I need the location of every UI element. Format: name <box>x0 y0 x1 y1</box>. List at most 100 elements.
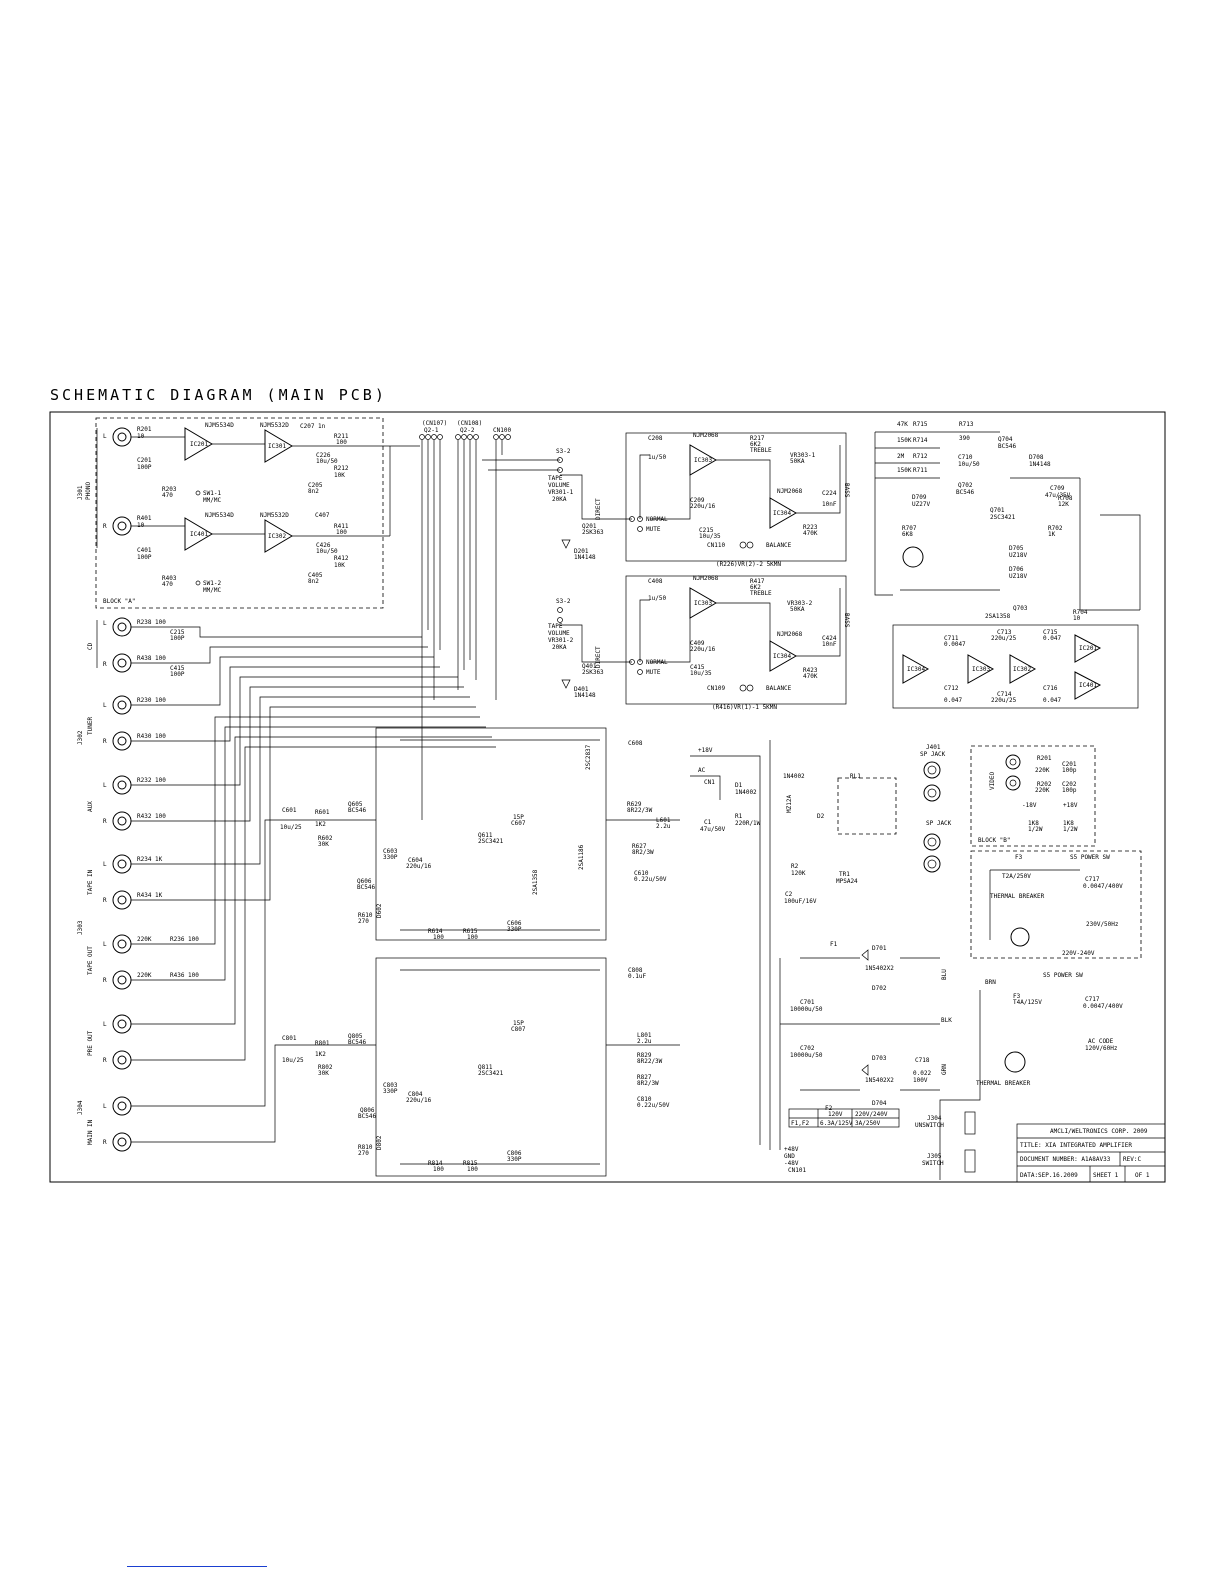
mainin-label: MAIN IN <box>87 1119 94 1145</box>
svg-text:R601: R601 <box>315 809 330 816</box>
svg-text:1/2W: 1/2W <box>1028 826 1043 833</box>
svg-text:C601: C601 <box>282 807 297 814</box>
svg-text:THERMAL BREAKER: THERMAL BREAKER <box>976 1080 1031 1087</box>
svg-text:BLK: BLK <box>941 1017 952 1024</box>
svg-text:BLU: BLU <box>941 969 948 980</box>
svg-text:Q401: Q401 <box>582 663 597 670</box>
svg-text:C207: C207 <box>300 423 315 430</box>
svg-text:470: 470 <box>162 581 173 588</box>
preout-r-label: R <box>103 1057 107 1064</box>
svg-text:47K: 47K <box>897 421 908 428</box>
svg-text:0.22u/50V: 0.22u/50V <box>637 1102 670 1109</box>
svg-text:120V: 120V <box>828 1111 843 1118</box>
svg-text:3A/250V: 3A/250V <box>855 1120 881 1127</box>
block-a-box <box>95 417 384 609</box>
svg-text:R434 1K: R434 1K <box>137 892 163 899</box>
svg-text:F2: F2 <box>825 1105 833 1112</box>
svg-text:NJM5534D: NJM5534D <box>205 512 234 519</box>
svg-text:R411: R411 <box>334 523 349 530</box>
svg-text:100: 100 <box>467 1166 478 1173</box>
svg-text:UNSWITCH: UNSWITCH <box>915 1122 944 1129</box>
block-a-label: BLOCK "A" <box>103 598 136 605</box>
svg-text:330P: 330P <box>383 854 398 861</box>
jack-label-j303: J303 <box>77 920 84 935</box>
svg-text:50KA: 50KA <box>790 606 805 613</box>
svg-text:R827: R827 <box>637 1074 652 1081</box>
svg-text:IC304: IC304 <box>773 653 791 660</box>
svg-text:220u/16: 220u/16 <box>406 1097 432 1104</box>
svg-text:1u/50: 1u/50 <box>648 595 666 602</box>
aux-r-label: R <box>103 818 107 825</box>
svg-text:100P: 100P <box>137 464 152 471</box>
svg-text:330P: 330P <box>383 1088 398 1095</box>
svg-text:12K: 12K <box>1058 501 1069 508</box>
svg-text:15P: 15P <box>513 1020 524 1027</box>
svg-text:VR303-2: VR303-2 <box>787 600 813 607</box>
svg-text:R810: R810 <box>358 1144 373 1151</box>
svg-text:0.047: 0.047 <box>1043 697 1061 704</box>
buffer-block-parts: IC304 IC303 IC302 IC201 IC401 C711 0.004… <box>902 629 1102 704</box>
svg-text:CN101: CN101 <box>788 1167 806 1174</box>
svg-text:NJM2068: NJM2068 <box>693 575 719 582</box>
svg-text:C701: C701 <box>800 999 815 1006</box>
svg-text:270: 270 <box>358 1150 369 1157</box>
svg-text:R238 100: R238 100 <box>137 619 166 626</box>
svg-text:AC CODE: AC CODE <box>1088 1038 1114 1045</box>
svg-text:0.022: 0.022 <box>913 1070 931 1077</box>
svg-text:D802: D802 <box>376 1135 383 1150</box>
svg-text:R711: R711 <box>913 467 928 474</box>
svg-text:IC301: IC301 <box>268 443 286 450</box>
svg-text:C405: C405 <box>308 572 323 579</box>
svg-text:230V/50Hz: 230V/50Hz <box>1086 921 1119 928</box>
svg-text:IC302: IC302 <box>1013 666 1031 673</box>
svg-text:100: 100 <box>336 439 347 446</box>
svg-text:10K: 10K <box>334 562 345 569</box>
svg-text:R2: R2 <box>791 863 799 870</box>
svg-text:C215: C215 <box>699 527 714 534</box>
svg-text:VOLUME: VOLUME <box>548 630 570 637</box>
svg-text:0.22u/50V: 0.22u/50V <box>634 876 667 883</box>
svg-text:S5 POWER SW: S5 POWER SW <box>1043 972 1083 979</box>
svg-text:D2: D2 <box>817 813 825 820</box>
svg-text:NORMAL: NORMAL <box>646 659 668 666</box>
svg-text:R704: R704 <box>1073 609 1088 616</box>
title-block-of: OF 1 <box>1135 1172 1150 1179</box>
svg-text:10: 10 <box>137 433 145 440</box>
svg-text:8R2/3W: 8R2/3W <box>632 849 654 856</box>
svg-text:Q701: Q701 <box>990 507 1005 514</box>
svg-text:10: 10 <box>1073 615 1081 622</box>
svg-text:TAPE: TAPE <box>548 475 563 482</box>
svg-text:BC546: BC546 <box>357 884 375 891</box>
svg-text:SP JACK: SP JACK <box>920 751 946 758</box>
svg-text:47u/35V: 47u/35V <box>1045 492 1071 499</box>
svg-text:R217: R217 <box>750 435 765 442</box>
svg-text:S3-2: S3-2 <box>556 448 571 455</box>
svg-text:NJM5534D: NJM5534D <box>205 422 234 429</box>
svg-text:THERMAL BREAKER: THERMAL BREAKER <box>990 893 1045 900</box>
protection-circuit: 47K R715 150K R714 2M R712 150K R711 R71… <box>874 421 1141 622</box>
svg-text:MPSA24: MPSA24 <box>836 878 858 885</box>
svg-text:D704: D704 <box>872 1100 887 1107</box>
svg-text:NJM5532D: NJM5532D <box>260 512 289 519</box>
svg-text:0.0047: 0.0047 <box>944 641 966 648</box>
svg-text:(CN108): (CN108) <box>457 420 482 427</box>
svg-text:100p: 100p <box>1062 767 1077 774</box>
svg-text:R212: R212 <box>334 465 349 472</box>
power-amp-right-outline <box>375 957 607 1177</box>
svg-text:390: 390 <box>959 435 970 442</box>
tapein-l-label: L <box>103 861 107 868</box>
svg-text:R432 100: R432 100 <box>137 813 166 820</box>
svg-text:D705: D705 <box>1009 545 1024 552</box>
svg-text:UZ18V: UZ18V <box>1009 552 1027 559</box>
svg-text:C710: C710 <box>958 454 973 461</box>
svg-text:1/2W: 1/2W <box>1063 826 1078 833</box>
svg-text:GRN: GRN <box>941 1064 948 1075</box>
svg-text:R708: R708 <box>1058 495 1073 502</box>
svg-text:2SC3421: 2SC3421 <box>478 838 504 845</box>
svg-text:2SK363: 2SK363 <box>582 669 604 676</box>
svg-text:C713: C713 <box>997 629 1012 636</box>
connector-headers: (CN107) Q2-1 (CN108) Q2-2 CN100 <box>419 420 511 820</box>
svg-text:BALANCE: BALANCE <box>766 542 792 549</box>
svg-text:10u/35: 10u/35 <box>699 533 721 540</box>
svg-text:R230 100: R230 100 <box>137 697 166 704</box>
